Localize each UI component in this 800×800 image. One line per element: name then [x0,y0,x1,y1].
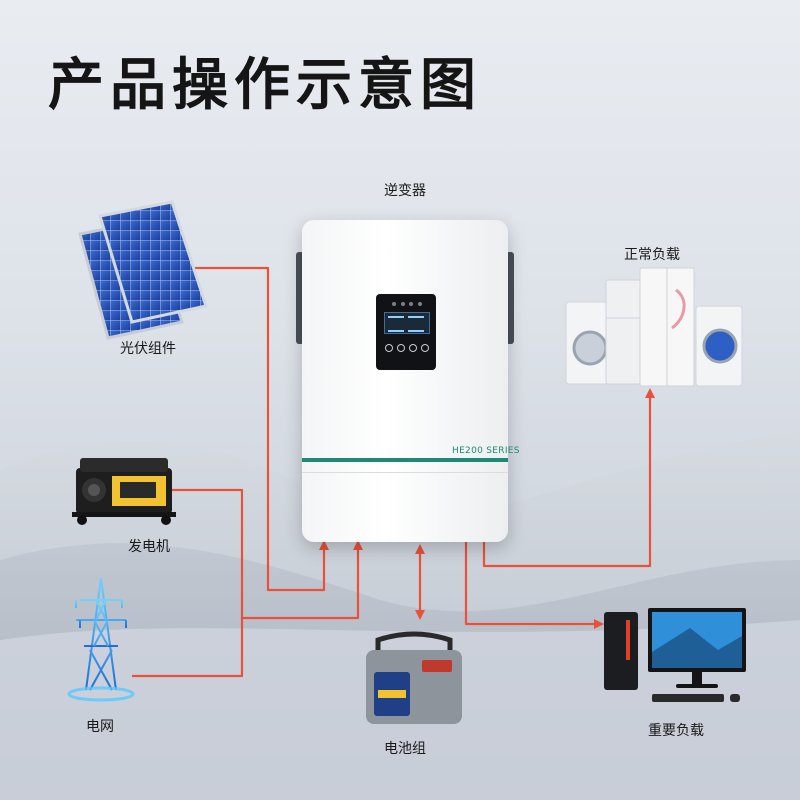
inverter-device: HE200 SERIES [302,220,520,542]
computer-illustration [604,608,746,702]
line-solar-to-inverter [190,266,326,592]
label-normal-load: 正常负载 [624,247,680,263]
grid-tower-illustration [67,577,135,702]
arrow-important-load [594,619,604,629]
label-generator: 发电机 [128,539,170,555]
solar-panel-illustration [78,200,208,340]
arrow-solar [319,540,329,550]
appliances-illustration [565,267,743,387]
arrow-battery-up [415,544,425,554]
arrow-generator [353,540,363,550]
label-solar: 光伏组件 [120,341,176,357]
inverter-model-label: HE200 SERIES [452,446,520,456]
line-inverter-normal-load [482,394,652,568]
battery-illustration [366,631,462,724]
connection-lines [132,266,652,678]
inverter-accent-stripe [302,458,508,462]
connection-arrowheads [319,388,655,629]
arrow-normal-load [645,388,655,398]
label-inverter: 逆变器 [384,183,426,199]
inverter-bracket-left [296,252,304,344]
inverter-lcd [384,312,430,334]
line-grid-to-inverter [132,618,244,678]
generator-illustration [72,458,176,525]
page-title: 产品操作示意图 [48,53,482,118]
line-inverter-important-load [464,540,598,626]
label-grid: 电网 [86,719,114,735]
label-battery: 电池组 [384,741,426,757]
arrow-battery-down [415,610,425,620]
inverter-status-leds [392,302,422,306]
inverter-bracket-right [506,252,514,344]
label-important-load: 重要负载 [648,723,704,739]
inverter-buttons [385,344,429,352]
inverter-display-panel [376,294,436,370]
inverter-seam [302,472,508,473]
